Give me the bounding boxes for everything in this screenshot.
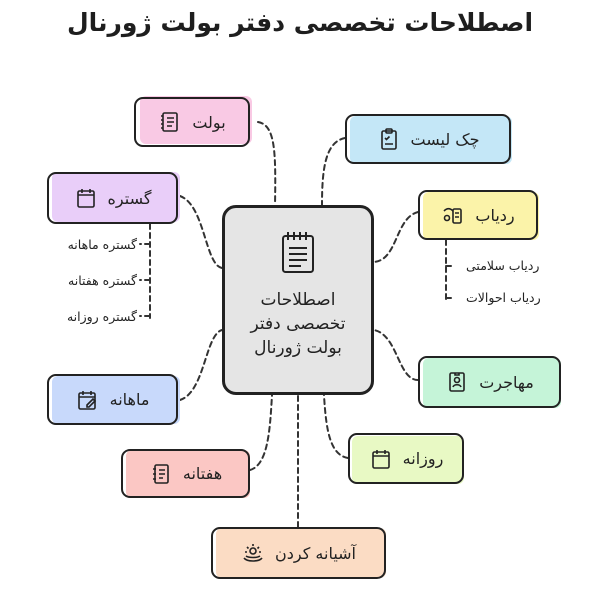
- spread-sub-daily: گستره روزانه: [66, 309, 137, 324]
- notebook-list-icon: [158, 110, 182, 134]
- page-title: اصطلاحات تخصصی دفتر بولت ژورنال: [66, 8, 534, 37]
- node-checklist-label: چک لیست: [410, 129, 480, 149]
- calendar-icon: [369, 447, 393, 471]
- node-checklist[interactable]: چک لیست: [345, 114, 511, 164]
- node-spread[interactable]: گستره: [47, 172, 178, 224]
- spread-sub-weekly: گستره هفتانه: [68, 273, 137, 288]
- planner-icon: [149, 462, 173, 486]
- tracker-icon: [441, 203, 465, 227]
- node-weekly-label: هفتانه: [182, 464, 223, 483]
- calendar-edit-icon: [76, 388, 100, 412]
- central-topic[interactable]: اصطلاحات تخصصی دفتر بولت ژورنال: [222, 205, 374, 395]
- clipboard-icon: [377, 127, 401, 151]
- node-migration-label: مهاجرت: [479, 372, 534, 392]
- node-daily[interactable]: روزانه: [348, 433, 464, 484]
- nesting-highlight: [216, 528, 386, 578]
- node-daily-label: روزانه: [402, 449, 444, 468]
- nest-icon: [241, 541, 265, 565]
- node-migration[interactable]: مهاجرت: [418, 356, 561, 408]
- weekly-highlight: [126, 450, 250, 498]
- badge-icon: [445, 370, 469, 394]
- spread-highlight: [52, 172, 180, 222]
- spread-sub-monthly: گستره ماهانه: [67, 237, 137, 252]
- node-spread-label: گستره: [107, 188, 152, 208]
- node-bullet[interactable]: بولت: [134, 97, 250, 147]
- checklist-highlight: [350, 116, 512, 164]
- node-monthly-label: ماهانه: [109, 390, 150, 409]
- node-nesting-label: آشیانه کردن: [275, 543, 356, 563]
- tracker-highlight: [423, 192, 539, 240]
- monthly-highlight: [52, 376, 180, 424]
- bullet-highlight: [140, 96, 252, 144]
- node-weekly[interactable]: هفتانه: [121, 449, 250, 498]
- tracker-sub-mood: ردیاب احوالات: [466, 290, 541, 305]
- node-nesting[interactable]: آشیانه کردن: [211, 527, 386, 579]
- daily-highlight: [352, 436, 464, 484]
- node-monthly[interactable]: ماهانه: [47, 374, 178, 425]
- node-tracker-label: ردیاب: [475, 205, 515, 225]
- migration-highlight: [423, 358, 561, 408]
- central-topic-label: اصطلاحات تخصصی دفتر بولت ژورنال: [250, 290, 346, 358]
- tracker-sub-health: ردیاب سلامتی: [466, 258, 540, 273]
- calendar-icon: [74, 186, 98, 210]
- node-tracker[interactable]: ردیاب: [418, 190, 538, 240]
- notepad-icon: [278, 230, 318, 274]
- node-bullet-label: بولت: [192, 112, 226, 132]
